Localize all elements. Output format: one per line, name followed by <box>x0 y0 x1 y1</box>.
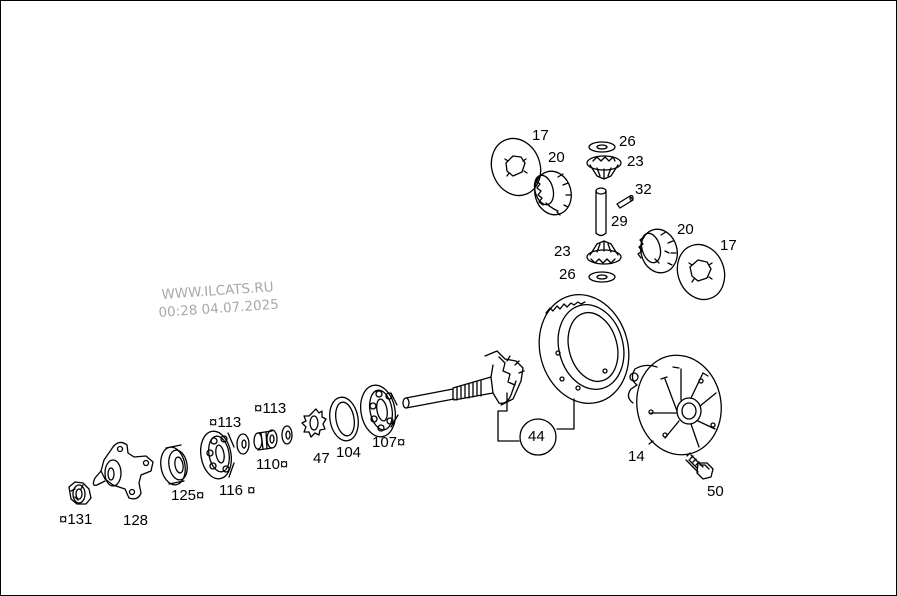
label-26-lower[interactable]: 26 <box>559 266 576 283</box>
label-104[interactable]: 104 <box>336 444 362 461</box>
label-113-upper[interactable]: ¤113 <box>254 400 287 417</box>
differential-case[interactable] <box>627 348 729 461</box>
shim-113-right[interactable] <box>281 425 293 445</box>
label-20-upper[interactable]: 20 <box>548 149 565 166</box>
callout-circle[interactable] <box>519 418 557 456</box>
callout-44-label[interactable]: 44 <box>528 428 545 445</box>
flange-nut-131[interactable] <box>68 481 92 505</box>
cross-pin-29[interactable] <box>595 187 607 237</box>
ring-gear[interactable] <box>527 284 640 413</box>
label-107[interactable]: 107¤ <box>372 434 406 451</box>
side-gear-20-lower[interactable] <box>636 225 682 277</box>
label-14[interactable]: 14 <box>628 448 645 465</box>
label-23-lower[interactable]: 23 <box>554 243 571 260</box>
label-47[interactable]: 47 <box>313 450 330 467</box>
label-128[interactable]: 128 <box>123 512 149 529</box>
thrust-washer-17-upper[interactable] <box>484 132 549 203</box>
washer-26-upper[interactable] <box>588 141 616 153</box>
drive-pinion-shaft[interactable] <box>402 350 525 409</box>
label-110[interactable]: 110¤ <box>256 456 289 473</box>
roller-bearing-116[interactable] <box>197 429 235 481</box>
label-32[interactable]: 32 <box>635 181 652 198</box>
bolt[interactable] <box>685 452 714 480</box>
label-26-upper[interactable]: 26 <box>619 133 636 150</box>
label-20-lower[interactable]: 20 <box>677 221 694 238</box>
lock-nut-47[interactable] <box>301 408 327 438</box>
label-113-lower[interactable]: ¤113 <box>209 414 242 431</box>
pinion-gear-23-lower[interactable] <box>586 240 622 265</box>
thrust-washer-17-lower[interactable] <box>670 238 732 306</box>
callout-bracket-44 <box>497 392 575 442</box>
shaft-seal-125[interactable] <box>158 444 190 487</box>
drive-flange-128[interactable] <box>92 441 154 500</box>
ball-bearing-107[interactable] <box>357 382 400 439</box>
label-17-lower[interactable]: 17 <box>720 237 737 254</box>
label-17-upper[interactable]: 17 <box>532 127 549 144</box>
roll-pin-32[interactable] <box>616 194 634 209</box>
washer-26-lower[interactable] <box>588 271 616 283</box>
label-116[interactable]: 116 ¤ <box>219 482 256 499</box>
side-gear-20-upper[interactable] <box>530 167 576 219</box>
label-131[interactable]: ¤131 <box>59 511 93 528</box>
label-50[interactable]: 50 <box>707 483 724 500</box>
label-23-upper[interactable]: 23 <box>627 153 644 170</box>
label-125[interactable]: 125¤ <box>171 487 205 504</box>
label-29[interactable]: 29 <box>611 213 628 230</box>
pinion-gear-23-upper[interactable] <box>586 155 622 180</box>
seal-ring-104[interactable] <box>326 395 361 443</box>
shim-113-left[interactable] <box>236 433 250 455</box>
spacer-110[interactable] <box>253 429 278 451</box>
